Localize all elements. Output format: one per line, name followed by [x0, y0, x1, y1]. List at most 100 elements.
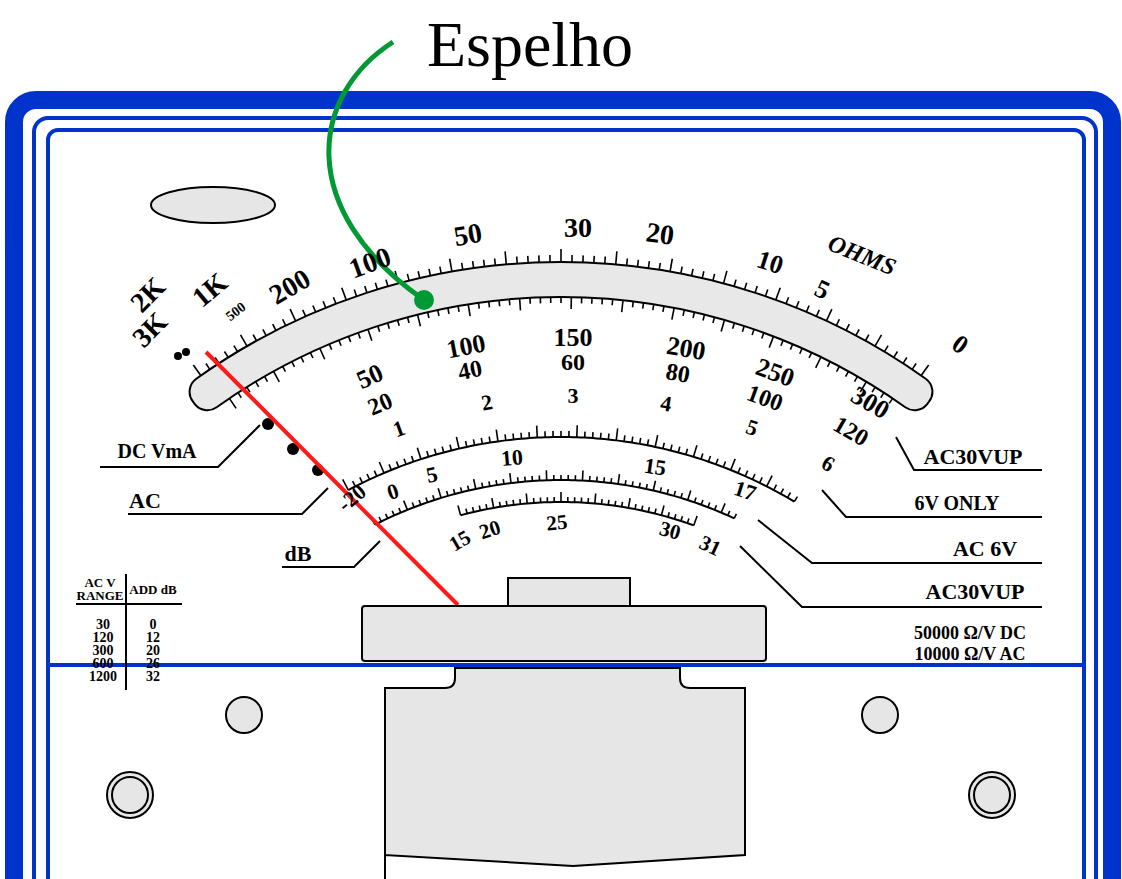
db-tick [479, 506, 480, 511]
scale-number: 20 [477, 517, 503, 543]
dc-tick [238, 393, 241, 398]
ac6v-tick [419, 500, 421, 505]
infinity-mark [174, 352, 182, 360]
case-frame [14, 100, 1112, 879]
ohm-tick [418, 271, 420, 278]
dc-tick [458, 306, 459, 312]
ohm-tick [193, 365, 200, 376]
case-inner-line [34, 118, 1096, 879]
ohm-tick [386, 280, 388, 287]
ac6v-tick [392, 511, 394, 516]
dc-tick [488, 301, 490, 307]
volt-tick [584, 432, 586, 438]
ac6v-tick [553, 475, 555, 480]
ac6v-tick [589, 476, 591, 481]
volt-tick [389, 464, 391, 470]
ac6v-tick [610, 478, 612, 483]
volt-tick [592, 432, 594, 438]
volt-tick [442, 447, 444, 453]
dc-tick [283, 366, 286, 371]
callout-label: Espelho [427, 13, 633, 77]
scale-number: 17 [731, 477, 759, 505]
ac6v-tick [379, 517, 381, 521]
dc-tick [752, 329, 754, 335]
dc-tick [348, 336, 350, 342]
dc-tick [388, 323, 390, 329]
scale-number: 10 [500, 446, 524, 470]
scale-label: 30 [96, 618, 110, 632]
scale-label: dB [285, 543, 312, 565]
dc-tick [693, 312, 694, 318]
scale-number: 30 [657, 518, 683, 544]
db-tick [466, 509, 467, 514]
dc-tick [560, 297, 562, 303]
ohm-tick [333, 297, 336, 304]
scale-label: 300 [93, 644, 114, 658]
scale-number: 200 [265, 264, 315, 309]
volt-tick [781, 489, 784, 494]
ac6v-tick [517, 477, 519, 482]
ac6v-tick [653, 481, 655, 491]
ohm-tick [429, 269, 430, 276]
dc-tick [622, 300, 623, 312]
db-tick [546, 497, 548, 502]
dc-tick [733, 323, 735, 329]
db-tick [581, 498, 583, 503]
scale-number: 5 [743, 416, 761, 440]
volt-tick [568, 431, 570, 437]
volt-tick [600, 433, 602, 439]
db-tick [628, 498, 630, 508]
dc-tick [581, 297, 583, 303]
needle [206, 352, 458, 605]
volt-tick [473, 439, 474, 445]
ac6v-tick [631, 481, 633, 486]
volt-tick [560, 431, 562, 437]
ohm-tick [836, 319, 839, 325]
ohm-tick [549, 255, 551, 262]
terminal-ring [112, 777, 148, 813]
scale-label: AC 6V [953, 538, 1017, 560]
volt-tick [504, 434, 506, 440]
db-tick [607, 500, 609, 505]
dc-tick [408, 317, 410, 323]
dc-tick [320, 348, 325, 359]
db-tick [687, 518, 689, 523]
ohm-tick [681, 267, 682, 274]
leader-6v-only [822, 490, 1042, 517]
scale-label: 120 [93, 631, 114, 645]
volt-tick [788, 492, 791, 497]
dc-tick [329, 344, 331, 350]
scale-number: 500 [223, 300, 248, 324]
ohm-tick [263, 329, 266, 335]
ac6v-tick [481, 483, 484, 488]
dc-tick [611, 299, 613, 305]
volt-tick [412, 456, 414, 462]
volt-tick [481, 438, 482, 444]
ac6v-tick [524, 477, 526, 482]
scale-label: 0 [150, 618, 157, 632]
scale-label: DC VmA [117, 441, 196, 461]
ohm-tick [234, 346, 238, 352]
volt-tick [616, 428, 617, 440]
dc-tick [310, 353, 313, 358]
scale-label: AC V RANGE [74, 576, 126, 602]
dc-tick [540, 297, 542, 303]
dc-tick [713, 317, 715, 323]
ac6v-tick [454, 489, 455, 494]
ac6v-tick [596, 477, 598, 482]
dc-tick [837, 366, 840, 371]
ac6v-tick [688, 491, 691, 501]
dc-tick [591, 298, 593, 304]
leader-db [282, 541, 380, 567]
leader-ac [128, 488, 328, 514]
ohm-tick [241, 335, 248, 346]
db-tick [560, 492, 562, 502]
ohm-tick [856, 329, 859, 335]
ohm-tick [354, 290, 356, 297]
ohm-tick [571, 255, 573, 262]
ohm-tick [745, 283, 747, 290]
dc-tick [790, 344, 792, 350]
dc-tick [809, 353, 812, 358]
leader-dcvma [100, 425, 260, 467]
dc-tick [855, 376, 858, 381]
